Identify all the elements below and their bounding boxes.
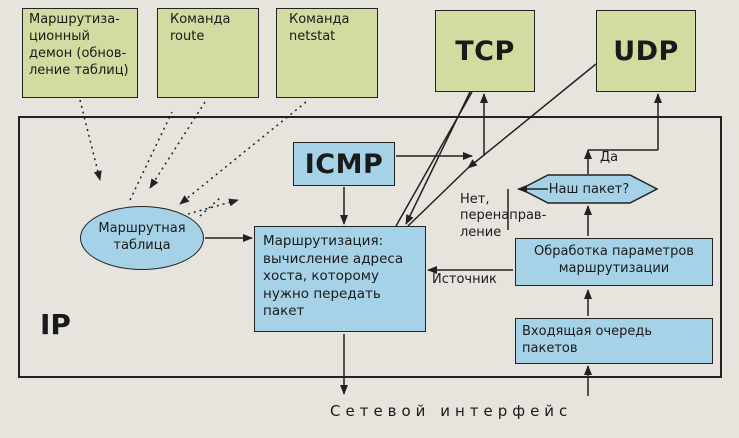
no-redirect-label: Нет, перенаправ- ление: [460, 192, 547, 240]
route-command-box: Команда route: [157, 8, 259, 98]
ip-layer-frame: [18, 116, 722, 378]
input-queue-box: Входящая очередь пакетов: [515, 318, 713, 364]
daemon-to-table-dotted: [79, 99, 102, 181]
ip-layer-label: IP: [40, 308, 71, 341]
netstat-to-table-dotted: [179, 101, 307, 205]
netstat-command-box: Команда netstat: [276, 8, 378, 98]
routing-daemon-box: Маршрутиза- ционный демон (обнов- ление …: [22, 8, 138, 98]
tcp-to-routing-arrow: [405, 91, 471, 225]
table-to-netstat-dotted: [199, 197, 221, 217]
routing-table-label: Маршрутная таблица: [98, 221, 186, 253]
routing-table-ellipse: Маршрутная таблица: [80, 206, 204, 270]
routing-calculation-box: Маршрутизация: вычисление адреса хоста, …: [254, 226, 426, 332]
our-packet-label: Наш пакет?: [548, 181, 630, 197]
icmp-box: ICMP: [293, 142, 395, 186]
udp-to-routing-arrow: [467, 63, 597, 169]
table-to-route-dotted: [187, 198, 239, 215]
udp-routing-continue: [407, 167, 469, 227]
our-packet-diamond: [519, 174, 659, 204]
source-label: Источник: [432, 272, 497, 287]
network-interface-label: Сетевой интерфейс: [330, 402, 573, 420]
route-options-box: Обработка параметров маршрутизации: [515, 238, 713, 286]
udp-box: UDP: [596, 10, 696, 92]
tcp-box: TCP: [435, 10, 535, 92]
daemon-from-table-dotted: [129, 111, 173, 201]
route-to-table-dotted: [149, 101, 206, 189]
yes-label: Да: [600, 150, 619, 165]
